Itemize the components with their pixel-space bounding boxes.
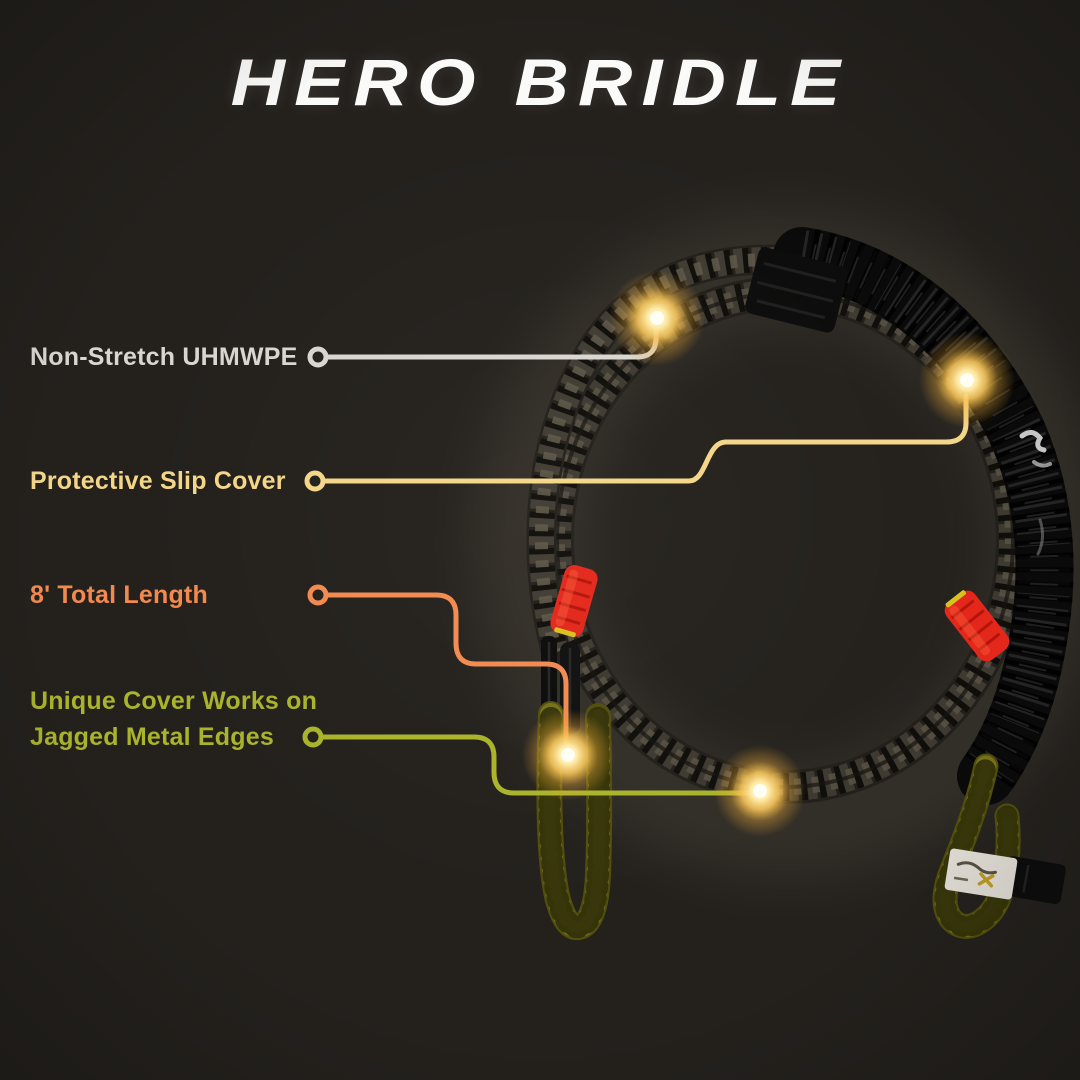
label-jagged-edges-line2: Jagged Metal Edges bbox=[30, 723, 274, 751]
glow-dot-non-stretch bbox=[609, 270, 705, 366]
glow-dot-slip-cover bbox=[919, 332, 1015, 428]
label-total-length: 8' Total Length bbox=[30, 581, 208, 609]
callout-ring-total-length bbox=[307, 584, 329, 606]
page-title: HERO BRIDLE bbox=[230, 45, 850, 119]
red-wrap-left bbox=[550, 565, 598, 638]
glow-dot-total-length bbox=[522, 709, 614, 801]
slip-cover bbox=[773, 227, 1074, 805]
glow-dot-jagged-edges bbox=[714, 745, 806, 837]
label-non-stretch: Non-Stretch UHMWPE bbox=[30, 343, 298, 371]
top-binding-band bbox=[745, 247, 848, 333]
callout-ring-non-stretch bbox=[307, 346, 329, 368]
label-slip-cover: Protective Slip Cover bbox=[30, 467, 286, 495]
red-wrap-right bbox=[944, 590, 1010, 662]
callout-line-jagged-edges bbox=[319, 734, 757, 796]
cover-print-mark bbox=[1019, 430, 1052, 556]
callout-line-slip-cover bbox=[321, 393, 969, 484]
glow-dots bbox=[522, 270, 1015, 837]
product-tag bbox=[944, 848, 1018, 900]
olive-eye-left bbox=[536, 701, 613, 941]
callout-ring-slip-cover bbox=[304, 470, 326, 492]
callout-line-total-length bbox=[324, 592, 569, 751]
label-jagged-edges-line1: Unique Cover Works on bbox=[30, 687, 318, 715]
braided-rope-outer-strand bbox=[526, 244, 845, 667]
label-jagged-edges: Unique Cover Works on Jagged Metal Edges bbox=[30, 683, 317, 755]
